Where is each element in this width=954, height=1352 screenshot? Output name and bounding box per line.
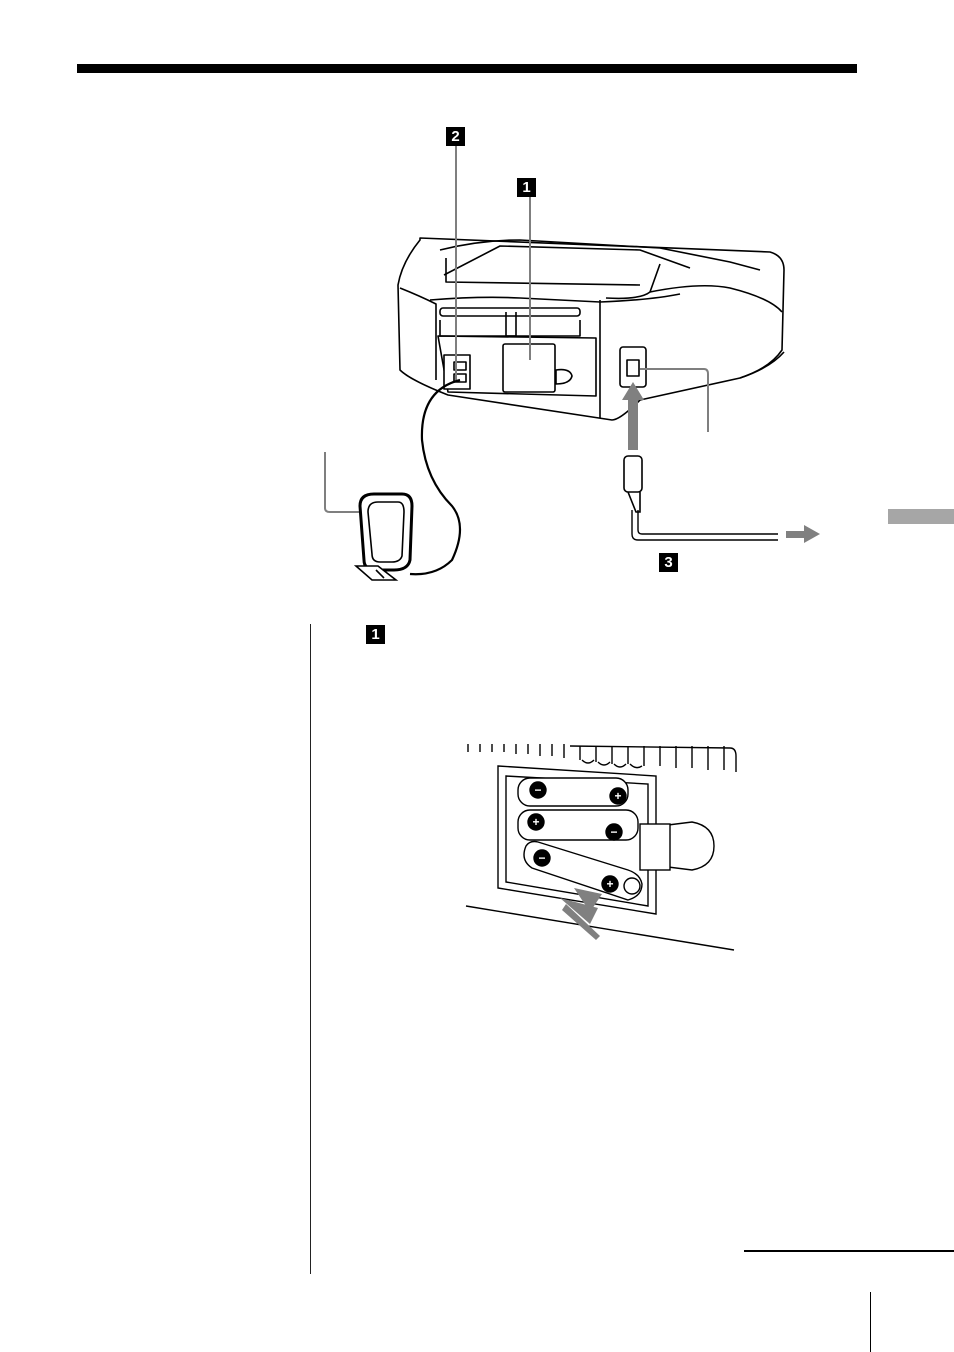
battery-mark-minus-1: − — [534, 783, 541, 797]
cover-latch — [640, 822, 714, 870]
footer-rule — [744, 1250, 954, 1252]
battery-mark-plus-2: + — [532, 815, 539, 829]
page-number-rule — [870, 1292, 871, 1352]
battery-mark-minus-2: − — [610, 825, 617, 839]
battery-mark-plus-3: + — [606, 877, 613, 891]
battery-mark-minus-3: − — [538, 851, 545, 865]
battery-compartment-illustration: − + + − − + — [0, 0, 954, 1000]
battery-mark-plus-1: + — [614, 789, 621, 803]
